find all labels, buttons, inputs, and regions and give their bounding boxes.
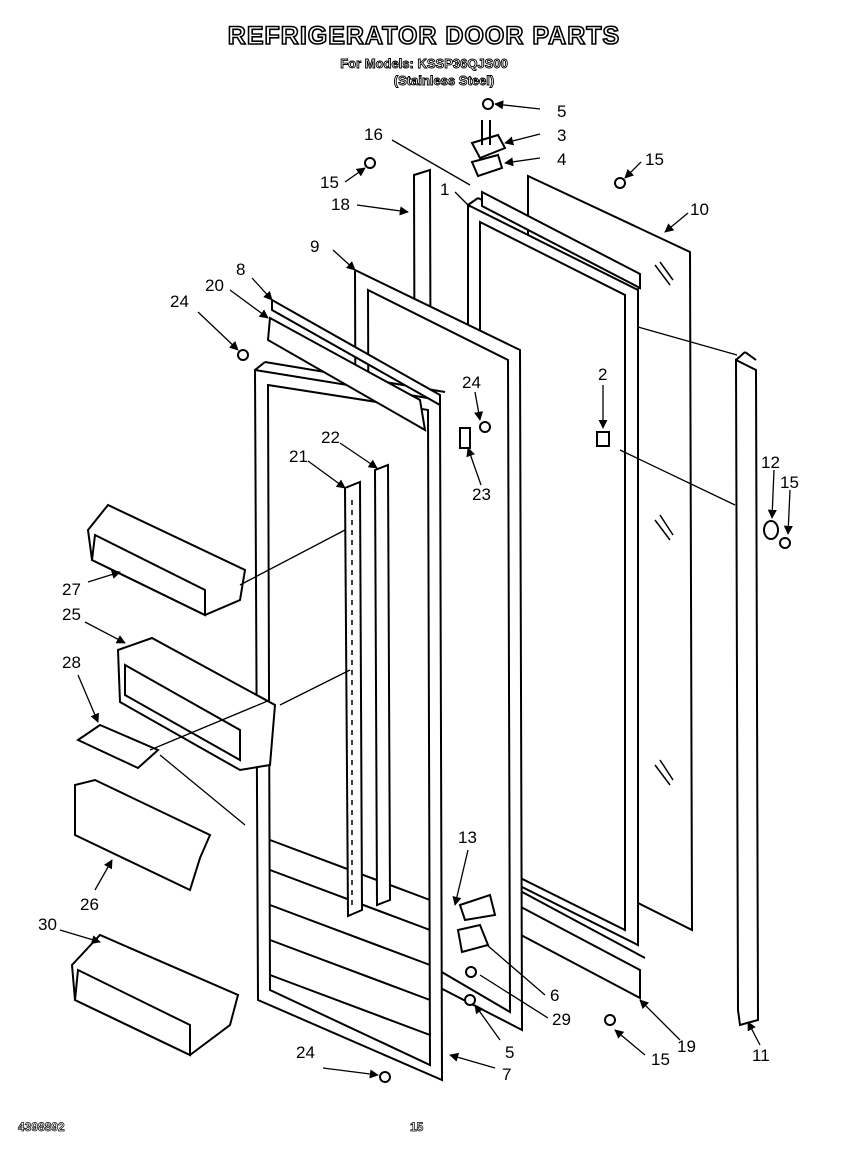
- part-11-trim-strip: [734, 358, 760, 1027]
- callout-30: 30: [38, 915, 57, 934]
- part-21-channel: [343, 480, 364, 918]
- part-22-channel: [373, 463, 392, 907]
- callout-19: 19: [677, 1037, 696, 1056]
- part-15-screw-b: [614, 177, 626, 189]
- part-24-screw-a: [237, 349, 249, 361]
- callout-18: 18: [331, 195, 350, 214]
- part-16-top-bracket: [481, 190, 641, 290]
- part-28-tray: [75, 723, 160, 770]
- part-4-hinge-plate: [470, 153, 504, 178]
- part-23-clip: [459, 427, 471, 449]
- callout-24-c: 24: [296, 1043, 315, 1062]
- callout-15-d: 15: [651, 1050, 670, 1069]
- callout-15-b: 15: [645, 150, 664, 169]
- part-29-washer: [465, 966, 477, 978]
- callout-3: 3: [557, 126, 566, 145]
- callout-10: 10: [690, 200, 709, 219]
- part-13-bracket: [458, 893, 497, 922]
- part-15-screw-a: [364, 157, 376, 169]
- callout-22: 22: [321, 428, 340, 447]
- finish-line: (Stainless Steel): [393, 73, 495, 89]
- callout-1: 1: [440, 180, 449, 199]
- callout-24-b: 24: [462, 373, 481, 392]
- part-24-screw-c: [379, 1071, 391, 1083]
- callout-8: 8: [236, 260, 245, 279]
- part-15-screw-c: [779, 537, 791, 549]
- part-8-top-trim: [271, 298, 441, 407]
- callout-27: 27: [62, 580, 81, 599]
- part-2-clip: [596, 431, 610, 447]
- callout-4: 4: [557, 150, 566, 169]
- document-number: 4398892: [18, 1120, 65, 1135]
- callout-16: 16: [364, 125, 383, 144]
- part-5-screw-top: [482, 98, 494, 110]
- part-6-hinge: [456, 923, 490, 954]
- callout-24-a: 24: [170, 292, 189, 311]
- callout-6: 6: [550, 986, 559, 1005]
- callout-25: 25: [62, 605, 81, 624]
- callout-29: 29: [552, 1010, 571, 1029]
- callout-11: 11: [752, 1046, 770, 1065]
- callout-15-a: 15: [320, 173, 339, 192]
- part-5-screw-bottom: [464, 994, 476, 1006]
- callout-2: 2: [598, 365, 607, 384]
- part-20-top-cap: [266, 316, 427, 432]
- callout-26: 26: [80, 895, 99, 914]
- callout-28: 28: [62, 653, 81, 672]
- part-26-shelf-front: [74, 778, 212, 892]
- callout-5-top: 5: [557, 102, 566, 121]
- callout-7: 7: [502, 1065, 511, 1084]
- page-title: REFRIGERATOR DOOR PARTS: [227, 21, 621, 51]
- part-3-hinge: [470, 133, 507, 160]
- callout-12: 12: [761, 453, 780, 472]
- callout-15-c: 15: [780, 473, 799, 492]
- callout-20: 20: [205, 276, 224, 295]
- models-line: For Models: KSSP36QJS00: [340, 56, 509, 72]
- callout-21: 21: [289, 447, 308, 466]
- part-24-screw-b: [479, 421, 491, 433]
- page-number: 15: [410, 1120, 424, 1135]
- callout-23: 23: [472, 485, 491, 504]
- part-12-washer: [763, 520, 779, 540]
- callout-9: 9: [310, 237, 319, 256]
- callout-5-bottom: 5: [505, 1043, 514, 1062]
- part-15-screw-d: [604, 1014, 616, 1026]
- callout-13: 13: [458, 828, 477, 847]
